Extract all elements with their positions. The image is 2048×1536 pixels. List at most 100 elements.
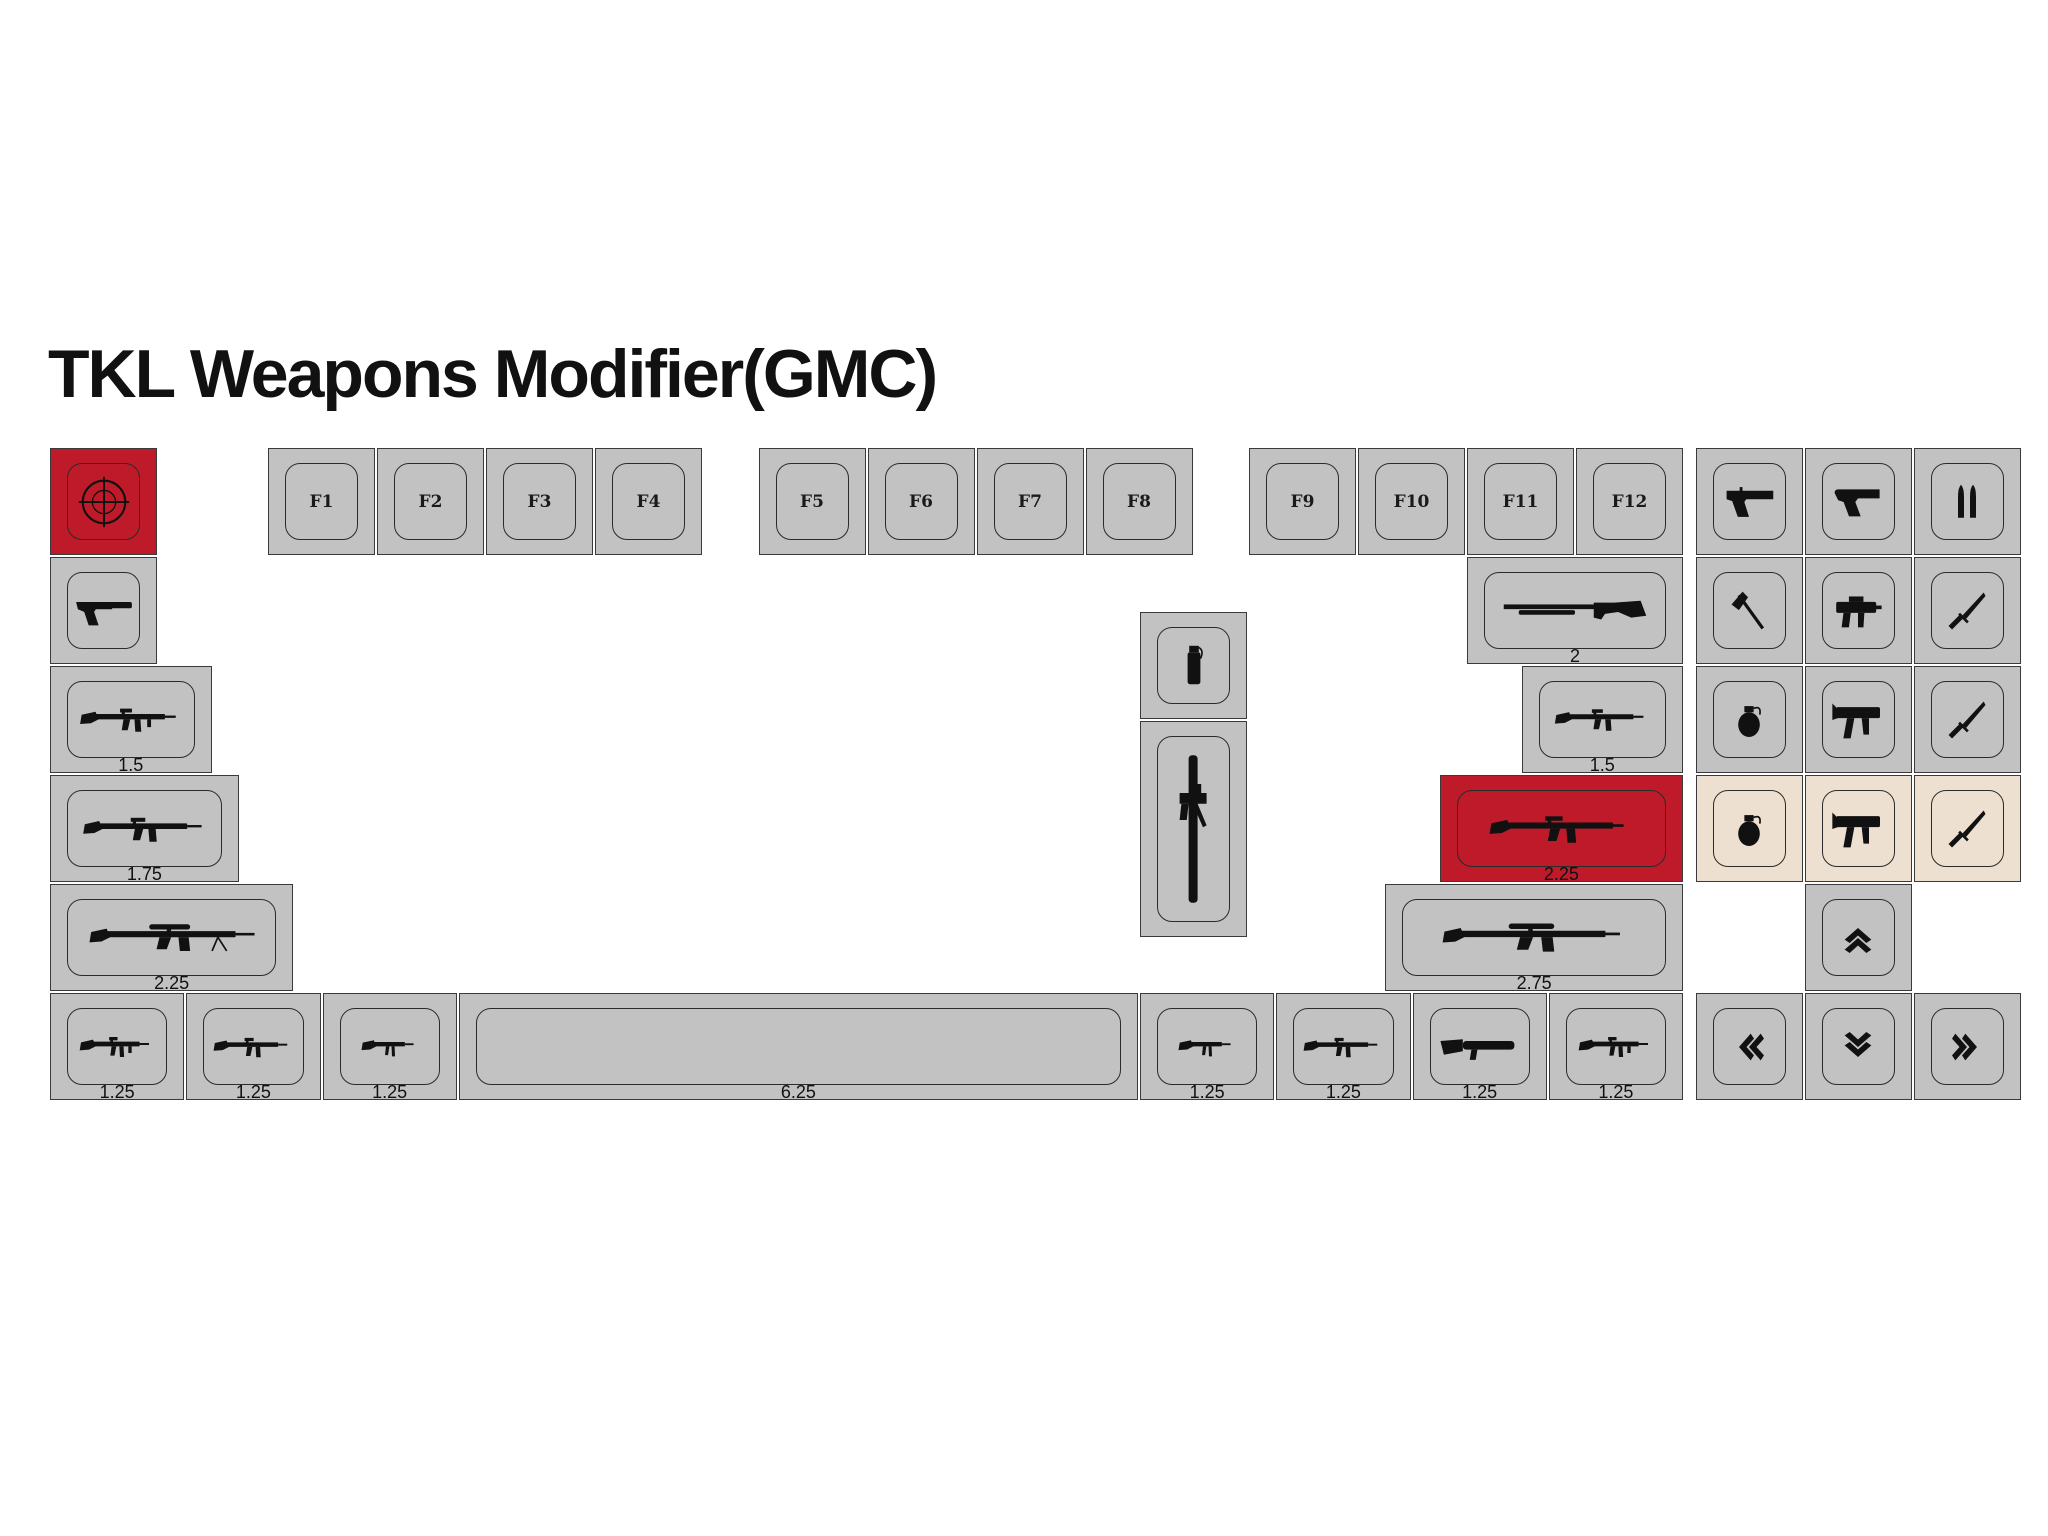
handgun-icon: [1831, 484, 1885, 520]
rocket-launcher-icon: [1176, 744, 1212, 914]
key-menu: 1.25: [1412, 993, 1547, 1101]
keycap-top: [1821, 572, 1895, 649]
key-legend: F4: [636, 491, 661, 512]
battle-rifle-icon: [80, 813, 208, 845]
key-lalt: 1.25: [322, 993, 457, 1102]
key-pgup: [1913, 557, 2021, 664]
key-f12: F12: [1576, 448, 1683, 555]
key-f6: F6: [867, 448, 975, 555]
key-backspace: 2: [1467, 557, 1683, 666]
keycap-top: F7: [993, 463, 1067, 540]
chevron-down-icon: [1841, 1031, 1875, 1062]
key-mid1: [1140, 611, 1247, 719]
key-size-label: 1.5: [1589, 755, 1615, 775]
keycap-top: [1821, 681, 1895, 758]
keycap-top: [1821, 463, 1895, 540]
keycap-top: [1930, 1008, 2004, 1085]
combat-knife-icon: [1945, 698, 1989, 742]
key-prtsc: [1695, 448, 1803, 555]
pistol-silencer-icon: [72, 593, 136, 629]
keycap-top: [1456, 790, 1666, 867]
key-f2: F2: [377, 448, 484, 555]
keycap-top: [1930, 572, 2004, 649]
key-size-label: 1.25: [1189, 1082, 1225, 1102]
submachine-gun-icon: [1830, 698, 1886, 742]
chevron-left-icon: [1734, 1030, 1765, 1064]
key-f3: F3: [486, 448, 593, 555]
keycap-top: [203, 1008, 304, 1085]
key-esc: [50, 448, 157, 555]
key-mid2: [1140, 720, 1247, 937]
key-f5: F5: [758, 448, 866, 555]
key-ralt: 1.25: [1140, 993, 1275, 1102]
key-extra1: [1695, 775, 1803, 882]
sniper-rifle-icon: [1439, 919, 1629, 955]
key-legend: F7: [1018, 491, 1042, 512]
keycap-top: [1930, 463, 2004, 540]
keycap-top: F2: [394, 463, 467, 540]
keycap-top: [1712, 572, 1786, 649]
shotgun-icon: [1500, 595, 1650, 627]
key-size-label: 1.5: [118, 755, 144, 775]
keycap-top: [67, 1008, 168, 1085]
keycap-top: [1157, 735, 1230, 922]
keycap-top: [1157, 626, 1230, 704]
key-extra2: [1804, 775, 1912, 882]
keycap-top: [1712, 681, 1786, 758]
chevron-up-icon: [1841, 923, 1875, 953]
key-size-label: 1.75: [126, 864, 162, 884]
keycap-top: [1821, 1008, 1895, 1085]
smg-icon: [1830, 591, 1886, 631]
keycap-top: [339, 1008, 440, 1085]
key-caps: 1.75: [50, 775, 239, 884]
assault-rifle-icon: [77, 704, 185, 735]
keycap-top: F5: [775, 463, 849, 540]
m16-rifle-icon: [1486, 811, 1636, 846]
key-size-label: 2.25: [154, 973, 190, 993]
key-lshift: 2.25: [50, 884, 294, 993]
key-home: [1804, 557, 1912, 664]
key-enter: 2.25: [1439, 775, 1683, 883]
key-pgdn: [1913, 666, 2021, 773]
keycap-top: [1821, 899, 1895, 976]
m4-rifle-icon: [211, 1034, 295, 1060]
keycap-top: F10: [1375, 463, 1448, 540]
keycap-top: [1157, 1008, 1258, 1085]
key-left: [1695, 993, 1803, 1100]
keycap-top: F8: [1102, 463, 1176, 540]
combat-knife-icon: [1945, 807, 1989, 851]
key-rwin: 1.25: [1276, 993, 1411, 1102]
key-legend: F8: [1127, 491, 1151, 512]
keycap-top: [1429, 1008, 1530, 1085]
combat-knife-icon: [1945, 589, 1989, 633]
key-rshift: 2.75: [1385, 884, 1683, 992]
keycap-top: [67, 790, 222, 867]
key-size-label: 1.25: [235, 1082, 271, 1102]
axe-icon: [1726, 588, 1772, 634]
keycap-top: [67, 572, 140, 649]
key-size-label: 2: [1569, 646, 1580, 666]
keycap-top: [67, 463, 140, 540]
key-f8: F8: [1085, 448, 1193, 555]
key-legend: F1: [309, 491, 334, 512]
grenade-icon: [1732, 700, 1766, 740]
key-lctrl: 1.25: [50, 993, 185, 1101]
keycap-top: [1712, 1008, 1786, 1085]
keycap-top: [1565, 1008, 1666, 1085]
key-grave: [50, 557, 157, 664]
crosshair-icon: [75, 473, 133, 531]
keycap-top: [1712, 790, 1786, 867]
key-f9: F9: [1249, 448, 1356, 555]
keycap-top: [67, 899, 277, 976]
key-down: [1804, 993, 1912, 1100]
key-size-label: 1.25: [372, 1082, 408, 1102]
key-legend: F11: [1502, 491, 1539, 512]
key-size-label: 1.25: [1325, 1082, 1361, 1102]
keycap-top: [1538, 681, 1666, 758]
key-legend: F3: [527, 491, 552, 512]
sniper-machine-gun-icon: [86, 920, 258, 954]
keycap-top: F4: [612, 463, 685, 540]
pistol-icon: [1721, 483, 1777, 521]
chevron-right-icon: [1952, 1030, 1982, 1064]
key-rctrl: 1.25: [1548, 993, 1683, 1101]
